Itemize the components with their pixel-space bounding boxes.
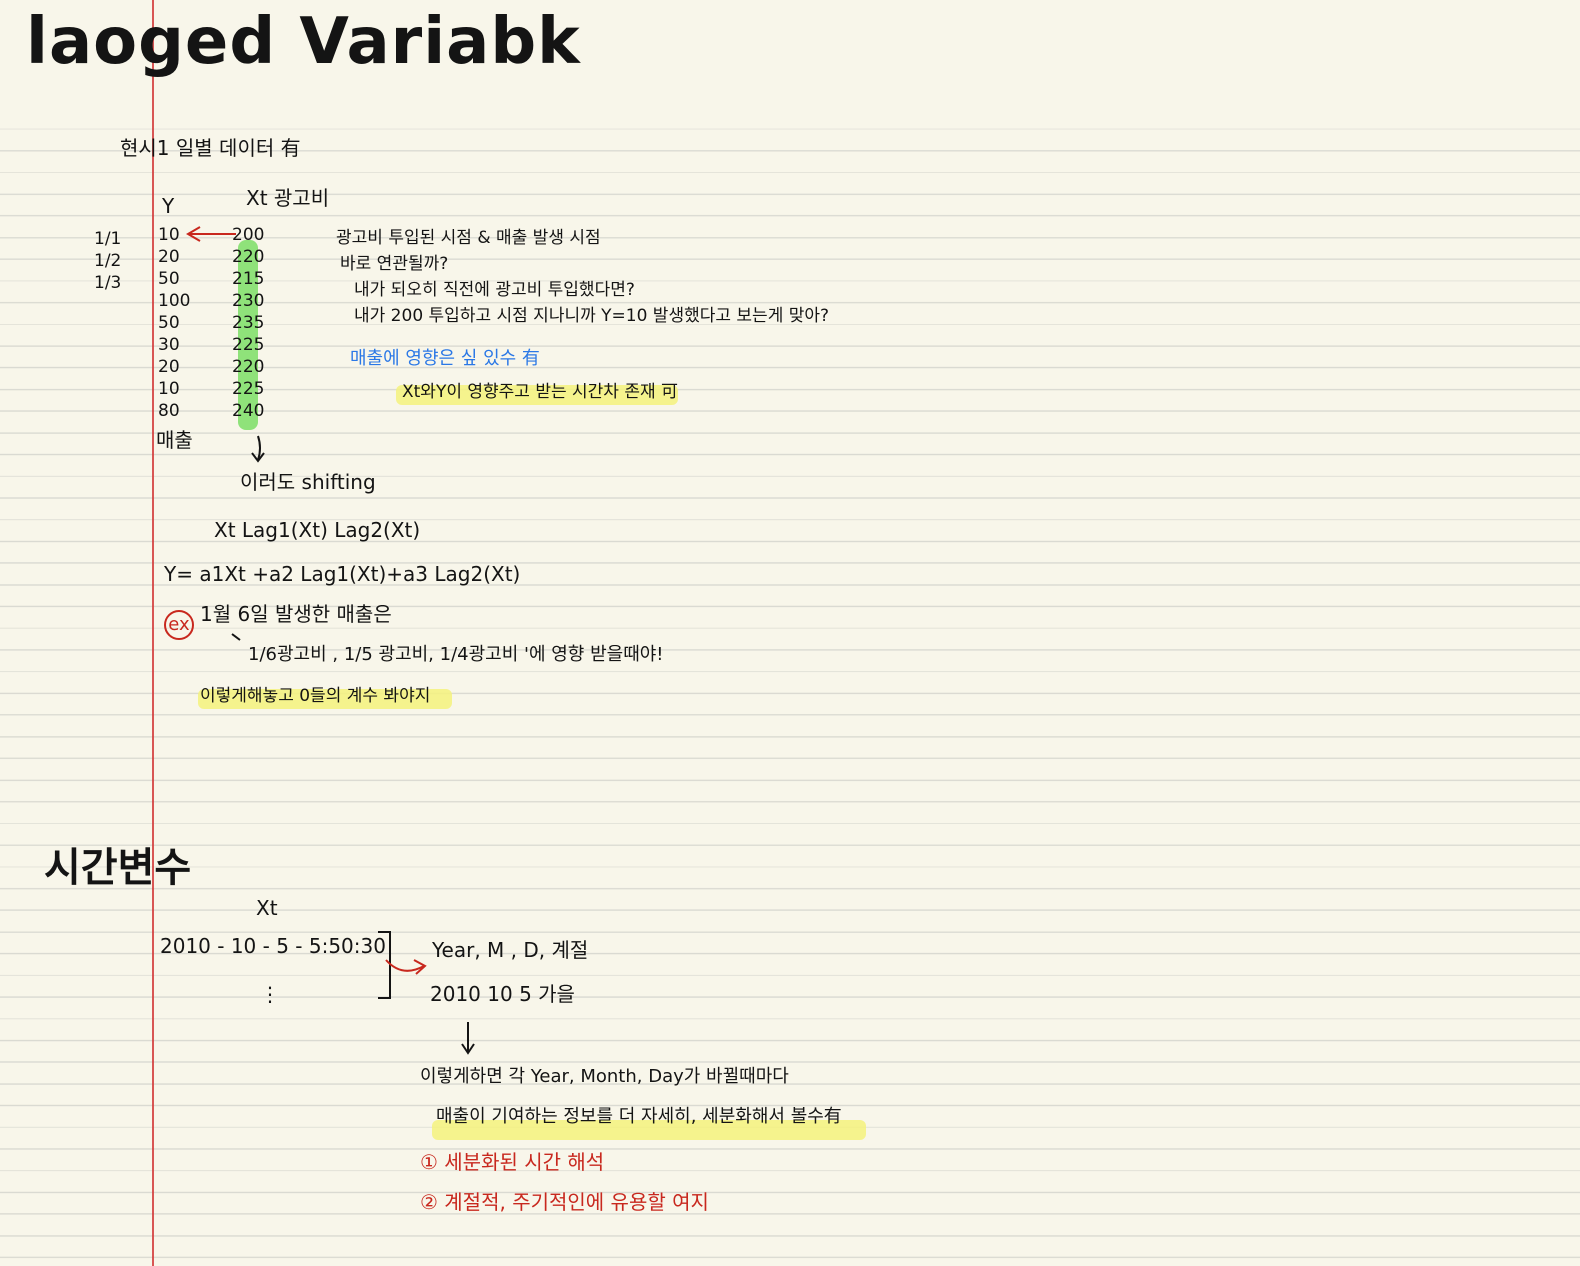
x-value: 235 xyxy=(232,313,265,333)
date-cell: 1/1 xyxy=(94,229,122,249)
yellow-highlight xyxy=(198,689,452,709)
top-blank-area xyxy=(0,0,1580,118)
note-line: 내가 되오히 직전에 광고비 투입했다면? xyxy=(354,280,635,300)
x-value-column: 200 220 215 230 235 225 220 225 240 xyxy=(232,224,264,422)
y-value: 100 xyxy=(158,291,191,311)
y-value: 50 xyxy=(158,313,180,333)
red-curved-arrow-head xyxy=(413,959,427,975)
y-value: 20 xyxy=(158,247,180,267)
green-highlight xyxy=(238,240,258,430)
note2: 매출이 기여하는 정보를 더 자세히, 세분화해서 볼수有 xyxy=(436,1106,842,1127)
x-value: 200 xyxy=(232,225,265,245)
y-value: 30 xyxy=(158,335,180,355)
down-arrow-head xyxy=(251,452,265,463)
red-note2: ② 계절적, 주기적인에 유용할 여지 xyxy=(420,1190,709,1214)
fields-line2: 2010 10 5 가을 xyxy=(430,982,575,1006)
timestamp: 2010 - 10 - 5 - 5:50:30 xyxy=(160,934,386,958)
section1-heading: 현시1 일별 데이터 有 xyxy=(120,136,301,160)
page-title: laoged Variabk xyxy=(26,5,581,79)
down-arrow-head xyxy=(461,1043,475,1055)
ex-badge: ex xyxy=(164,610,194,640)
y-value: 10 xyxy=(158,225,180,245)
yellow-highlight xyxy=(432,1120,866,1140)
ex-line1: 1월 6일 발생한 매출은 xyxy=(200,602,392,626)
y-value: 50 xyxy=(158,269,180,289)
note-line: 광고비 투입된 시점 & 매출 발생 시점 xyxy=(336,228,601,248)
date-cell: 1/3 xyxy=(94,273,122,293)
blue-note: 매출에 영향은 싶 있수 有 xyxy=(350,348,540,369)
note-line: 바로 연관될까? xyxy=(340,254,449,274)
red-note1: ① 세분화된 시간 해석 xyxy=(420,1150,605,1174)
x-value: 220 xyxy=(232,247,265,267)
ex-line3: 이렇게해놓고 0들의 계수 봐야지 xyxy=(200,686,431,706)
bracket xyxy=(378,931,391,999)
x-value: 225 xyxy=(232,335,265,355)
ex-line2: 1/6광고비 , 1/5 광고비, 1/4광고비 '에 영향 받을때야! xyxy=(248,644,664,665)
red-curved-arrow xyxy=(385,959,425,972)
note-line: 내가 200 투입하고 시점 지나니까 Y=10 발생했다고 보는게 맞아? xyxy=(354,306,830,326)
ellipsis-dots: ⋮ xyxy=(260,982,280,1006)
red-arrow-head xyxy=(186,226,201,242)
x-value: 225 xyxy=(232,379,265,399)
y-value: 20 xyxy=(158,357,180,377)
y-footer-label: 매출 xyxy=(156,428,193,452)
margin-line xyxy=(152,0,154,1266)
x-value: 220 xyxy=(232,357,265,377)
note1: 이렇게하면 각 Year, Month, Day가 바뀔때마다 xyxy=(420,1066,789,1087)
xt-label: Xt xyxy=(256,896,278,920)
x-value: 230 xyxy=(232,291,265,311)
y-value: 80 xyxy=(158,401,180,421)
shifting-label: 이러도 shifting xyxy=(240,470,376,494)
lag-header: Xt Lag1(Xt) Lag2(Xt) xyxy=(214,518,421,542)
x-value: 240 xyxy=(232,401,265,421)
y-value-column: 10 20 50 100 50 30 20 10 80 xyxy=(158,224,190,422)
date-column: 1/1 1/2 1/3 xyxy=(94,228,121,294)
equation: Y= a1Xt +a2 Lag1(Xt)+a3 Lag2(Xt) xyxy=(164,562,521,586)
y-value: 10 xyxy=(158,379,180,399)
down-arrow-icon xyxy=(257,435,261,461)
section2-heading: 시간변수 xyxy=(44,845,192,891)
y-column-header: Y xyxy=(162,194,175,218)
date-cell: 1/2 xyxy=(94,251,122,271)
fields-line1: Year, M , D, 계절 xyxy=(432,938,589,962)
yellow-note: Xt와Y이 영향주고 받는 시간차 존재 可 xyxy=(402,382,679,402)
tick-mark xyxy=(231,633,241,641)
x-column-header: Xt 광고비 xyxy=(246,186,330,210)
yellow-highlight xyxy=(396,385,678,405)
x-value: 215 xyxy=(232,269,265,289)
